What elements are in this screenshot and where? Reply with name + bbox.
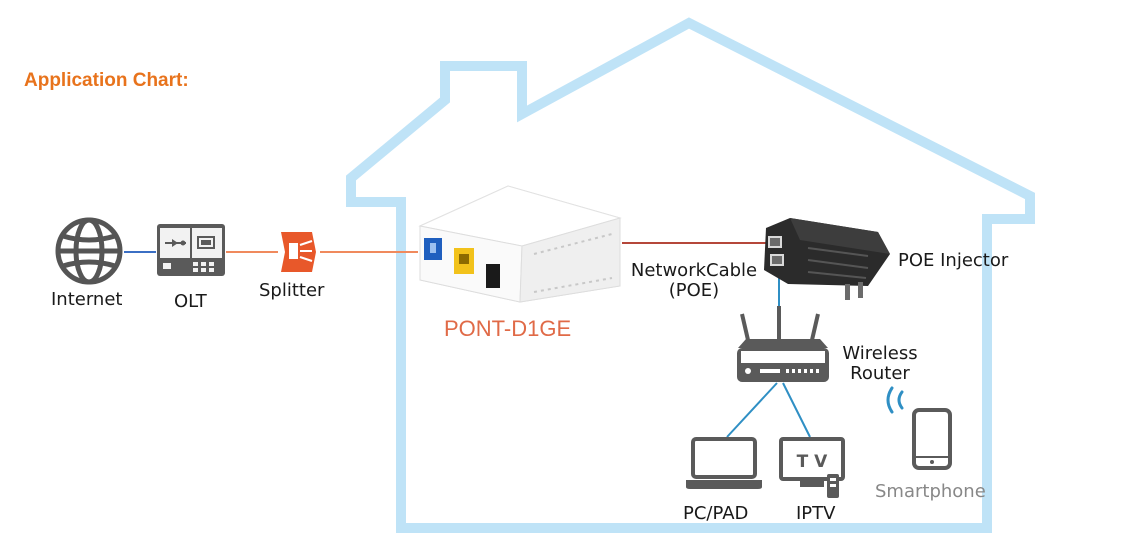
label-wireless-router-line1: Wireless — [842, 343, 918, 364]
router-icon — [737, 306, 829, 382]
label-network-cable-line1: NetworkCable — [630, 260, 758, 281]
tv-icon: T V — [779, 437, 845, 498]
label-olt: OLT — [174, 291, 207, 312]
label-splitter: Splitter — [259, 280, 325, 301]
line-router-iptv — [782, 382, 811, 438]
splitter-icon — [281, 232, 316, 272]
power-port — [486, 264, 500, 288]
label-poe-injector: POE Injector — [898, 250, 1009, 271]
chart-title: Application Chart: — [24, 70, 189, 91]
label-network-cable: NetworkCable (POE) — [622, 261, 766, 301]
ont-device-image — [418, 185, 622, 303]
globe-icon — [55, 217, 123, 285]
poe-injector-image — [764, 218, 890, 300]
label-wireless-router: Wireless Router — [834, 344, 926, 384]
label-ont-model: PONT-D1GE — [444, 316, 572, 341]
line-router-pc — [726, 382, 778, 438]
label-pc-pad: PC/PAD — [683, 503, 749, 524]
label-iptv: IPTV — [796, 503, 836, 524]
label-internet: Internet — [51, 289, 123, 310]
house-outline — [346, 17, 1035, 533]
olt-icon — [157, 224, 225, 276]
wifi-signal-icon — [886, 386, 904, 414]
smartphone-icon — [912, 408, 952, 470]
laptop-icon — [686, 437, 762, 489]
label-wireless-router-line2: Router — [850, 363, 910, 384]
label-smartphone: Smartphone — [875, 481, 986, 502]
tv-screen-text: T V — [797, 452, 829, 472]
label-network-cable-line2: (POE) — [668, 280, 720, 301]
